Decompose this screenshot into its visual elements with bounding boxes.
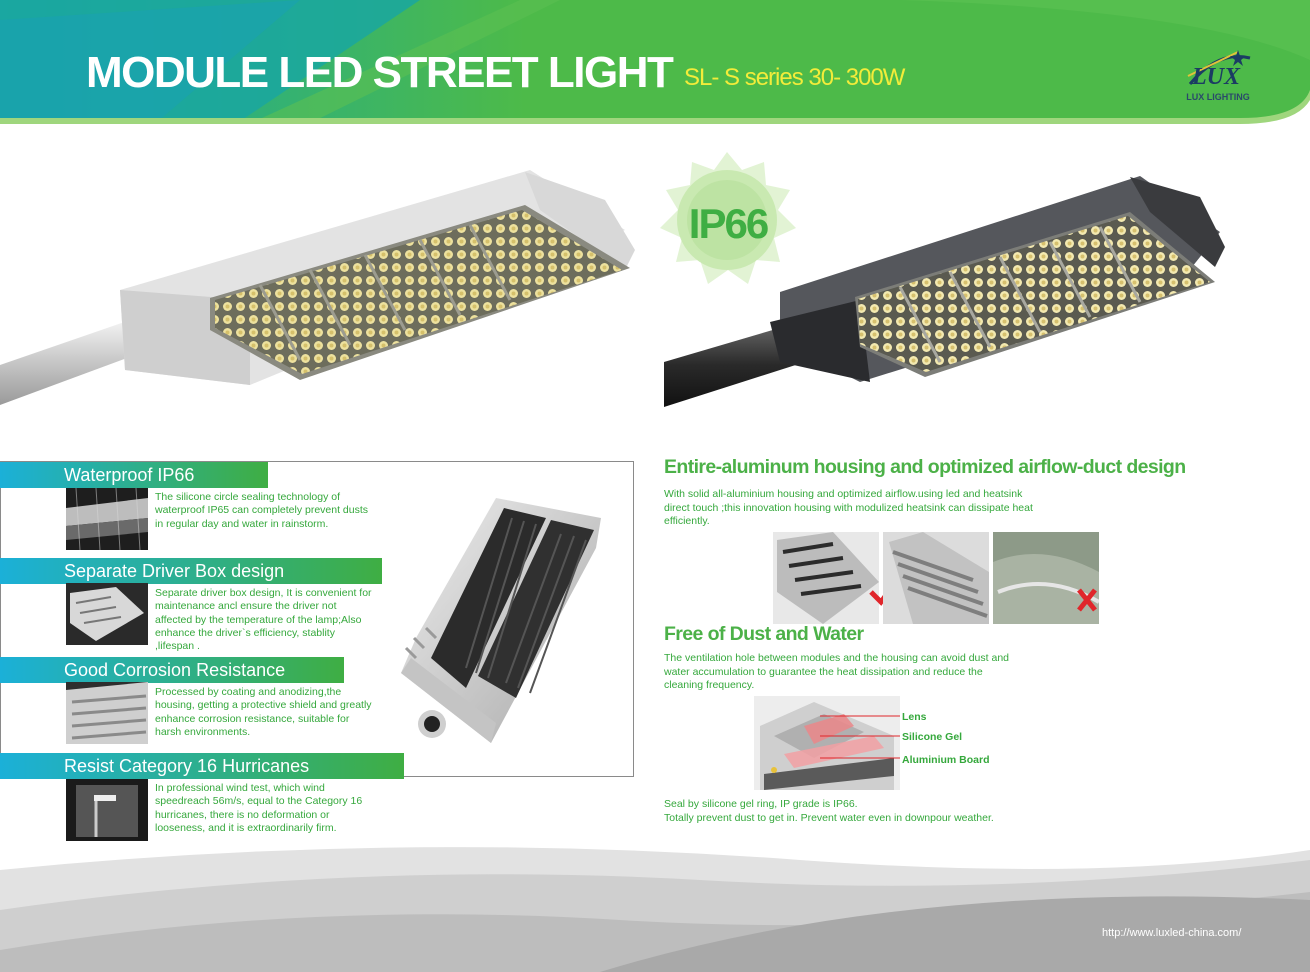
feature-text-corrosion: Processed by coating and anodizing,the h… — [155, 686, 372, 738]
seal-line-1: Seal by silicone gel ring, IP grade is I… — [664, 798, 858, 810]
footer-waves — [0, 847, 1310, 972]
waterproof-thumb-image — [66, 488, 148, 550]
lux-logo: LUX — [1178, 44, 1258, 104]
ip66-badge: IP66 — [660, 152, 796, 284]
seal-line-2: Totally prevent dust to get in. Prevent … — [664, 812, 994, 824]
feature-title-hurricanes: Resist Category 16 Hurricanes — [64, 756, 310, 776]
page-title: MODULE LED STREET LIGHT — [86, 48, 674, 97]
header-banner — [0, 0, 1310, 128]
layer-label-lens: Lens — [902, 711, 927, 723]
feature-banner-waterproof — [0, 462, 268, 488]
feature-title-waterproof: Waterproof IP66 — [64, 465, 195, 485]
feature-text-waterproof: The silicone circle sealing technology o… — [155, 491, 369, 530]
logo-mark: LUX — [1191, 64, 1241, 90]
driver-box-thumb-image — [66, 583, 148, 645]
street-light-silver-image — [0, 170, 635, 405]
feature-title-corrosion: Good Corrosion Resistance — [64, 660, 286, 680]
dust-heading: Free of Dust and Water — [664, 623, 864, 645]
badge-label: IP66 — [689, 200, 768, 247]
logo-text: LUX LIGHTING — [1186, 92, 1250, 102]
housing-heading: Entire-aluminum housing and optimized ai… — [664, 456, 1186, 478]
heatsink-comparison-images — [773, 532, 1099, 624]
cross-mark-icon — [1077, 588, 1097, 612]
feature-banner-driver-box — [0, 558, 382, 584]
hurricane-test-thumb-image — [66, 779, 148, 841]
feature-title-driver-box: Separate Driver Box design — [64, 561, 285, 581]
layer-label-silicone-gel: Silicone Gel — [902, 731, 963, 743]
seal-cross-section-image — [754, 696, 900, 790]
driver-box-exploded-image — [401, 498, 601, 743]
feature-banner-hurricanes — [0, 753, 404, 779]
street-light-dark-image — [664, 176, 1225, 407]
footer-url[interactable]: http://www.luxled-china.com/ — [1102, 927, 1242, 939]
layer-label-aluminium-board: Aluminium Board — [902, 754, 990, 766]
feature-text-hurricanes: In professional wind test, which wind sp… — [155, 782, 363, 834]
layer-pointer-lines — [820, 715, 900, 759]
series-subtitle: SL- S series 30- 300W — [684, 64, 905, 91]
dust-text: The ventilation hole between modules and… — [664, 652, 1009, 691]
corrosion-thumb-image — [66, 682, 148, 744]
feature-banner-corrosion — [0, 657, 344, 683]
housing-text: With solid all-aluminium housing and opt… — [664, 488, 1033, 527]
feature-text-driver-box: Separate driver box design, It is conven… — [155, 587, 372, 653]
